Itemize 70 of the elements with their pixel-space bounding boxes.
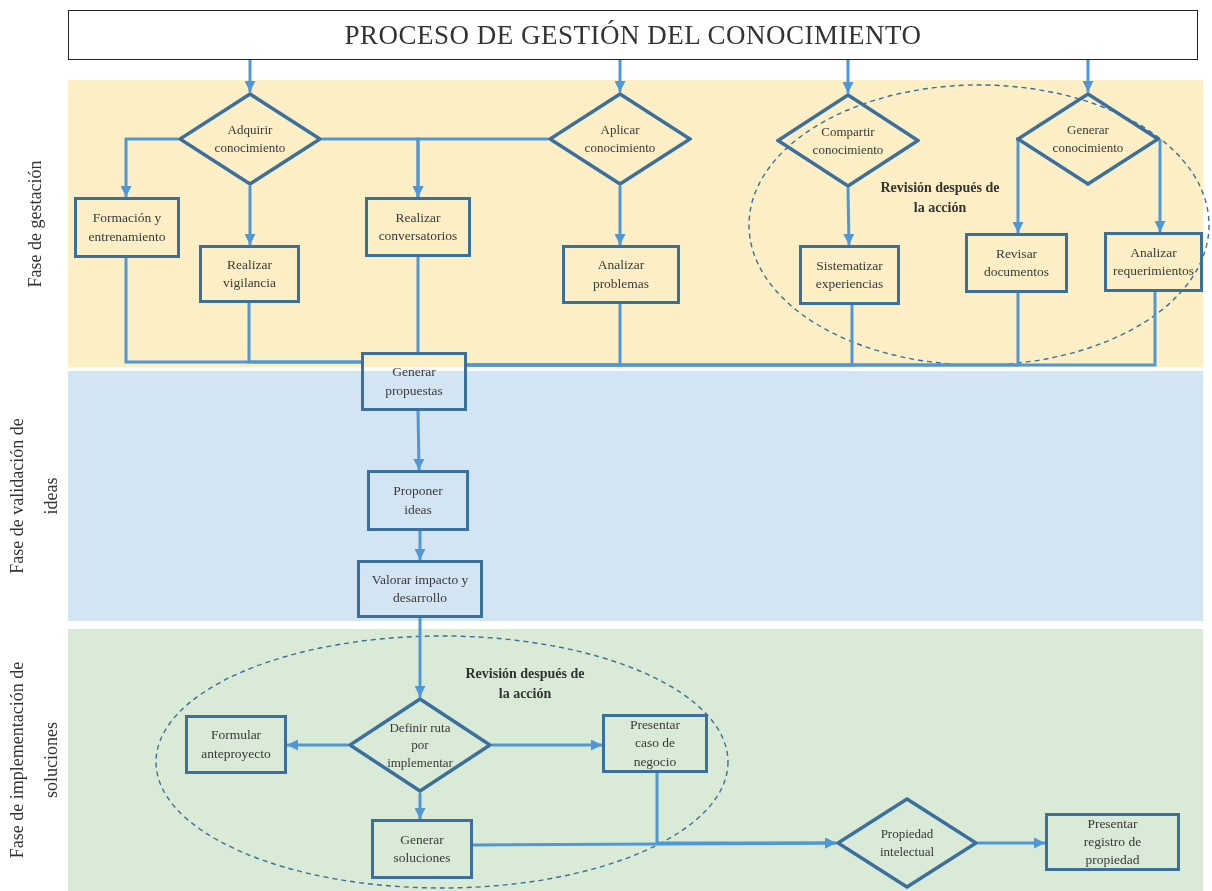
box-label: Formular anteproyecto	[200, 726, 272, 763]
connector-arrow	[244, 60, 256, 92]
phase-label: Fase de implementación de soluciones	[6, 660, 62, 861]
box-label: Generar propuestas	[384, 363, 444, 400]
review-label: Revisión después de la acción	[879, 179, 1001, 217]
decision-diamond	[548, 92, 692, 186]
process-box	[1104, 232, 1203, 292]
box-label: Proponer ideas	[392, 482, 444, 519]
connector-line	[416, 257, 420, 352]
diamond-label: Propiedad intelectual	[878, 825, 936, 861]
connector-arrow	[978, 837, 1045, 849]
diamond-label: Adquirir conocimiento	[213, 121, 287, 157]
process-box	[357, 560, 483, 618]
box-label: Formación y entrenamiento	[87, 209, 167, 246]
box-label: Realizar vigilancia	[221, 255, 278, 292]
process-box	[965, 233, 1068, 293]
box-label: Realizar conversatorios	[377, 208, 459, 245]
review-ellipse	[155, 635, 729, 889]
box-label: Revisar documentos	[982, 244, 1051, 281]
connector-arrow	[120, 137, 178, 197]
connector-arrow	[614, 186, 626, 245]
box-label: Generar soluciones	[392, 830, 452, 867]
decision-diamond	[1016, 92, 1160, 186]
connector-arrow	[1082, 60, 1094, 92]
process-box	[371, 819, 473, 879]
title-text: PROCESO DE GESTIÓN DEL CONOCIMIENTO	[344, 19, 922, 51]
diamond-label: Compartir conocimiento	[811, 122, 885, 159]
process-box	[199, 245, 300, 303]
box-label: Valorar impacto y desarrollo	[370, 570, 470, 607]
box-label: Presentar registro de propiedad	[1082, 814, 1143, 870]
review-label: Revisión después de la acción	[464, 665, 586, 703]
process-box	[367, 470, 469, 531]
connector-arrow	[1012, 137, 1024, 233]
process-box	[1045, 813, 1180, 871]
connector-arrow	[492, 739, 602, 751]
diamond-label: Definir ruta por implementar	[386, 718, 454, 772]
decision-diamond	[836, 797, 978, 889]
box-label: Analizar problemas	[591, 256, 651, 293]
connector-arrow	[414, 618, 426, 697]
connector-arrow	[287, 739, 348, 751]
process-box	[602, 714, 708, 773]
box-label: Sistematizar experiencias	[814, 256, 885, 293]
decision-diamond	[178, 92, 322, 186]
process-box	[799, 245, 900, 305]
process-box	[74, 197, 180, 258]
connector-arrow	[1154, 137, 1166, 232]
connector-arrow	[244, 186, 256, 245]
connector-arrow	[655, 773, 836, 849]
connector-arrow	[414, 531, 426, 560]
connector-arrow	[414, 793, 426, 819]
phase-label: Fase de gestación	[23, 160, 46, 287]
title-box	[68, 10, 1198, 60]
process-box	[185, 715, 287, 774]
connector-arrow	[842, 60, 854, 93]
connector-arrow	[614, 60, 626, 92]
connector-line	[467, 292, 1157, 367]
process-box	[562, 245, 680, 304]
diamond-label: Aplicar conocimiento	[583, 121, 657, 157]
process-box	[361, 352, 467, 411]
box-label: Presentar caso de negocio	[628, 716, 682, 771]
decision-diamond	[348, 697, 492, 793]
diamond-label: Generar conocimiento	[1051, 121, 1125, 157]
box-label: Analizar requerimientos	[1112, 243, 1195, 280]
process-box	[365, 197, 471, 257]
connector-arrow	[843, 187, 855, 246]
phase-label: Fase de validación de ideas	[6, 417, 62, 576]
connector-line	[247, 303, 361, 364]
connector-arrow	[413, 410, 425, 471]
connector-arrow	[412, 137, 548, 197]
review-ellipse	[748, 84, 1210, 366]
